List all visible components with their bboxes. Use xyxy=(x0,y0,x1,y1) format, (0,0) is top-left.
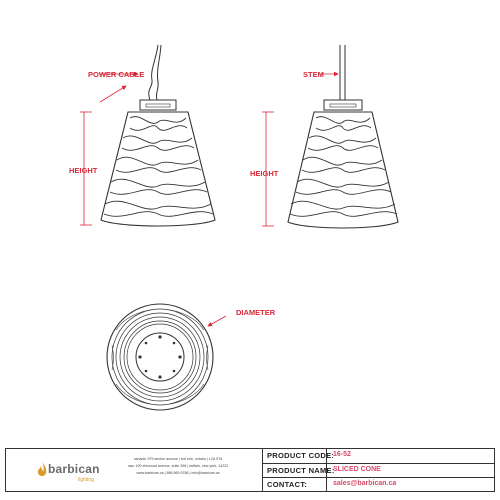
label-height-right: HEIGHT xyxy=(250,169,279,178)
company-address: canada: 979 sexton avenue | fort erie, o… xyxy=(98,456,258,477)
product-info-table: PRODUCT CODE: 16-52 PRODUCT NAME: SLICED… xyxy=(262,449,494,491)
value-product-code: 16-52 xyxy=(333,451,351,458)
address-line: usa: 190 elmwood avenue, suite 396 | buf… xyxy=(127,464,229,468)
logo-wordmark: barbican xyxy=(48,462,100,476)
left-pendant-view xyxy=(80,44,216,227)
row-contact: CONTACT: sales@barbican.ca xyxy=(262,477,494,491)
value-product-name: SLICED CONE xyxy=(333,466,381,473)
label-stem: STEM xyxy=(303,70,324,79)
label-height-left: HEIGHT xyxy=(69,166,98,175)
label-power-cable: POWER CABLE xyxy=(88,70,144,79)
label-product-name: PRODUCT NAME: xyxy=(267,466,335,475)
title-block: barbican lighting canada: 979 sexton ave… xyxy=(5,448,495,492)
address-line: canada: 979 sexton avenue | fort erie, o… xyxy=(133,457,223,461)
cone-shade xyxy=(100,111,216,227)
slice-pattern xyxy=(103,116,214,217)
power-cable xyxy=(148,44,159,101)
slice-pattern xyxy=(289,116,398,217)
label-diameter: DIAMETER xyxy=(236,308,276,317)
row-product-name: PRODUCT NAME: SLICED CONE xyxy=(262,463,494,477)
contact-line: www.barbican.ca | 866 869 5786 | info@ba… xyxy=(136,471,220,475)
label-product-code: PRODUCT CODE: xyxy=(267,451,335,460)
canopy xyxy=(323,99,363,111)
value-contact-email[interactable]: sales@barbican.ca xyxy=(333,480,397,487)
flame-logo-icon xyxy=(37,462,47,476)
label-contact: CONTACT: xyxy=(267,480,308,489)
mounting-holes xyxy=(138,335,182,379)
canopy xyxy=(139,99,177,111)
bottom-view xyxy=(106,303,227,411)
right-pendant-view xyxy=(262,45,399,229)
company-logo: barbican lighting xyxy=(36,459,99,485)
logo-subtitle: lighting xyxy=(78,477,94,483)
row-product-code: PRODUCT CODE: 16-52 xyxy=(262,449,494,463)
